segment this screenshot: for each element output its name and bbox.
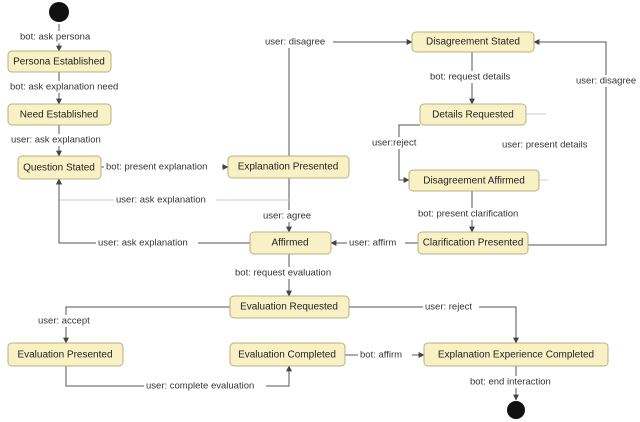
label-present-details: user: present details [502, 140, 588, 151]
label-user-reject-1: user:reject [372, 138, 417, 149]
state-explanation-presented: Explanation Presented [227, 155, 350, 179]
state-need-established-label: Need Established [20, 110, 98, 121]
state-disagreement-affirmed-label: Disagreement Affirmed [423, 176, 525, 187]
state-affirmed: Affirmed [249, 231, 332, 255]
state-persona-established: Persona Established [7, 50, 112, 73]
label-user-affirm: user: affirm [349, 238, 396, 249]
end-node [507, 401, 525, 419]
label-user-reject-2: user: reject [425, 302, 472, 313]
transition-labels: bot: ask persona bot: ask explanation ne… [8, 31, 638, 392]
label-ask-explanation-need: bot: ask explanation need [10, 82, 118, 93]
state-details-requested-label: Details Requested [432, 110, 514, 121]
edge-eval-requested-to-experience [349, 306, 519, 344]
label-ask-persona: bot: ask persona [20, 32, 91, 43]
label-bot-affirm: bot: affirm [360, 350, 402, 361]
label-request-details: bot: request details [430, 72, 511, 83]
state-explanation-experience-completed-label: Explanation Experience Completed [438, 350, 594, 361]
state-need-established: Need Established [7, 103, 112, 126]
state-question-stated-label: Question Stated [23, 163, 95, 174]
label-request-evaluation: bot: request evaluation [235, 268, 331, 279]
label-present-clarification: bot: present clarification [418, 209, 518, 220]
state-clarification-presented: Clarification Presented [417, 231, 529, 255]
start-node [49, 2, 69, 22]
label-complete-evaluation: user: complete evaluation [146, 381, 254, 392]
state-affirmed-label: Affirmed [271, 238, 308, 249]
state-evaluation-requested-label: Evaluation Requested [240, 302, 338, 313]
edge-eval-requested-to-presented [63, 306, 230, 344]
label-user-disagree-2: user: disagree [576, 76, 636, 87]
label-user-ask-explanation-1: user: ask explanation [11, 135, 101, 146]
label-end-interaction: bot: end interaction [470, 377, 551, 388]
state-explanation-experience-completed: Explanation Experience Completed [423, 342, 609, 367]
state-evaluation-presented: Evaluation Presented [7, 342, 124, 367]
label-user-accept: user: accept [38, 316, 90, 327]
state-disagreement-stated: Disagreement Stated [411, 31, 535, 53]
state-question-stated: Question Stated [17, 155, 102, 180]
state-disagreement-stated-label: Disagreement Stated [426, 37, 520, 48]
state-explanation-presented-label: Explanation Presented [238, 162, 339, 173]
edge-details-to-affirmed-reject [398, 124, 420, 183]
edge-affirmed-to-question [56, 178, 250, 244]
label-user-agree: user: agree [263, 211, 311, 222]
state-evaluation-presented-label: Evaluation Presented [17, 350, 112, 361]
state-evaluation-completed: Evaluation Completed [229, 342, 346, 367]
label-user-ask-explanation-3: user: ask explanation [98, 238, 188, 249]
state-persona-established-label: Persona Established [13, 57, 105, 68]
state-details-requested: Details Requested [419, 103, 527, 126]
state-evaluation-completed-label: Evaluation Completed [238, 350, 336, 361]
state-disagreement-affirmed: Disagreement Affirmed [408, 169, 540, 192]
state-evaluation-requested: Evaluation Requested [229, 295, 350, 319]
state-clarification-presented-label: Clarification Presented [423, 238, 524, 249]
label-user-ask-explanation-2: user: ask explanation [116, 195, 206, 206]
label-present-explanation: bot: present explanation [106, 162, 207, 173]
edge-clarification-to-disagreement [528, 39, 607, 246]
label-user-disagree-1: user: disagree [265, 37, 325, 48]
